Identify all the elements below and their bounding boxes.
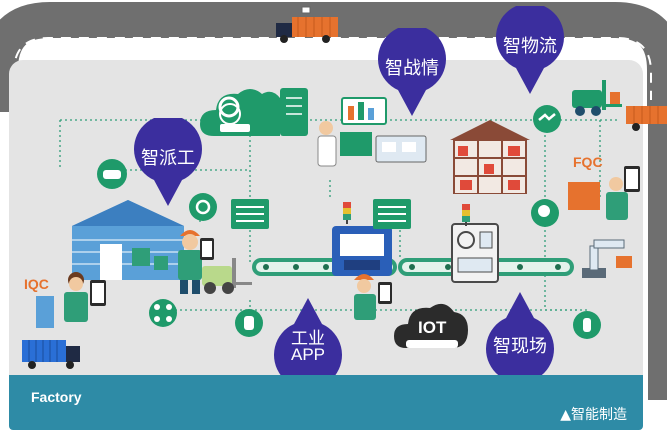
iqc-label: IQC xyxy=(24,276,49,292)
iqc-worker-icon xyxy=(36,272,106,328)
cloud-module-icon xyxy=(200,88,308,136)
doc-panel-right-icon xyxy=(373,199,411,229)
iot-cloud-icon xyxy=(394,303,468,348)
doc-panel-left-icon xyxy=(231,199,269,229)
factory-footer: Factory ▲智能制造 xyxy=(9,375,643,430)
head-profile-icon xyxy=(531,199,559,227)
truck-right xyxy=(626,106,667,131)
truck-top xyxy=(276,6,338,43)
test-machine-icon xyxy=(451,223,499,283)
pin-zhi-xian-chang xyxy=(486,292,554,380)
handshake-icon xyxy=(533,105,561,133)
signal-light-left xyxy=(343,202,351,224)
warehouse-shelving-icon xyxy=(450,120,530,194)
gear-check-icon xyxy=(189,193,217,221)
forklift-left-icon xyxy=(202,258,252,294)
pin-zhi-zhan-qing xyxy=(378,28,446,116)
pin-zhi-wu-liu xyxy=(496,6,564,94)
robot-arm-icon xyxy=(582,239,632,278)
operator-worker-icon xyxy=(354,274,392,320)
truck-bottom-left xyxy=(22,340,80,369)
worker-icon xyxy=(178,230,214,294)
signal-light-right xyxy=(462,204,470,226)
fqc-label: FQC xyxy=(573,154,603,170)
gear-icon xyxy=(218,96,240,118)
pin-gong-ye-app xyxy=(274,298,342,386)
footer-tag: ▲智能制造 xyxy=(560,407,627,423)
hand-gesture-icon xyxy=(235,309,263,337)
dashboard-operator-icon xyxy=(317,97,427,167)
forklift-top-right-icon xyxy=(572,80,622,116)
cnc-machine-icon xyxy=(332,226,392,276)
hand-touch-icon xyxy=(573,311,601,339)
fqc-worker-icon xyxy=(568,166,640,220)
pin-zhi-pai-gong xyxy=(134,118,202,206)
vr-glasses-icon xyxy=(97,159,127,189)
footer-title: Factory xyxy=(31,389,82,405)
drone-icon xyxy=(149,299,177,327)
warehouse-left xyxy=(72,200,184,280)
iot-label: IOT xyxy=(418,318,447,337)
